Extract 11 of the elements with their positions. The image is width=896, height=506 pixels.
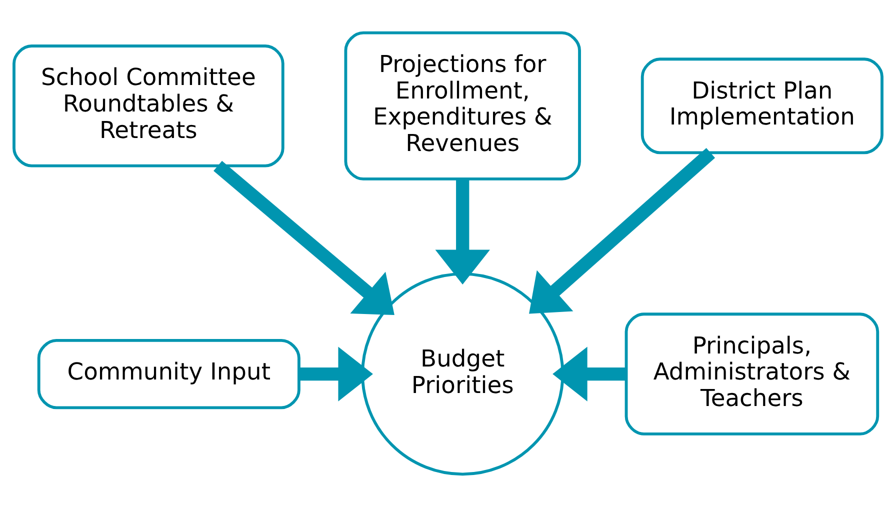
node-circle: Budget Priorities <box>361 272 564 476</box>
node-box: Projections for Enrollment, Expenditures & Revenues <box>344 30 581 180</box>
arrow <box>214 160 394 315</box>
arrow <box>552 346 626 401</box>
node-box: Principals, Administrators & Teachers <box>624 312 880 435</box>
arrow <box>435 178 490 284</box>
node-box: School Committee Roundtables & Retreats <box>12 44 284 167</box>
arrow <box>529 148 716 314</box>
node-box: District Plan Implementation <box>640 57 884 154</box>
node-box: Community Input <box>37 338 300 409</box>
arrow <box>299 346 373 401</box>
